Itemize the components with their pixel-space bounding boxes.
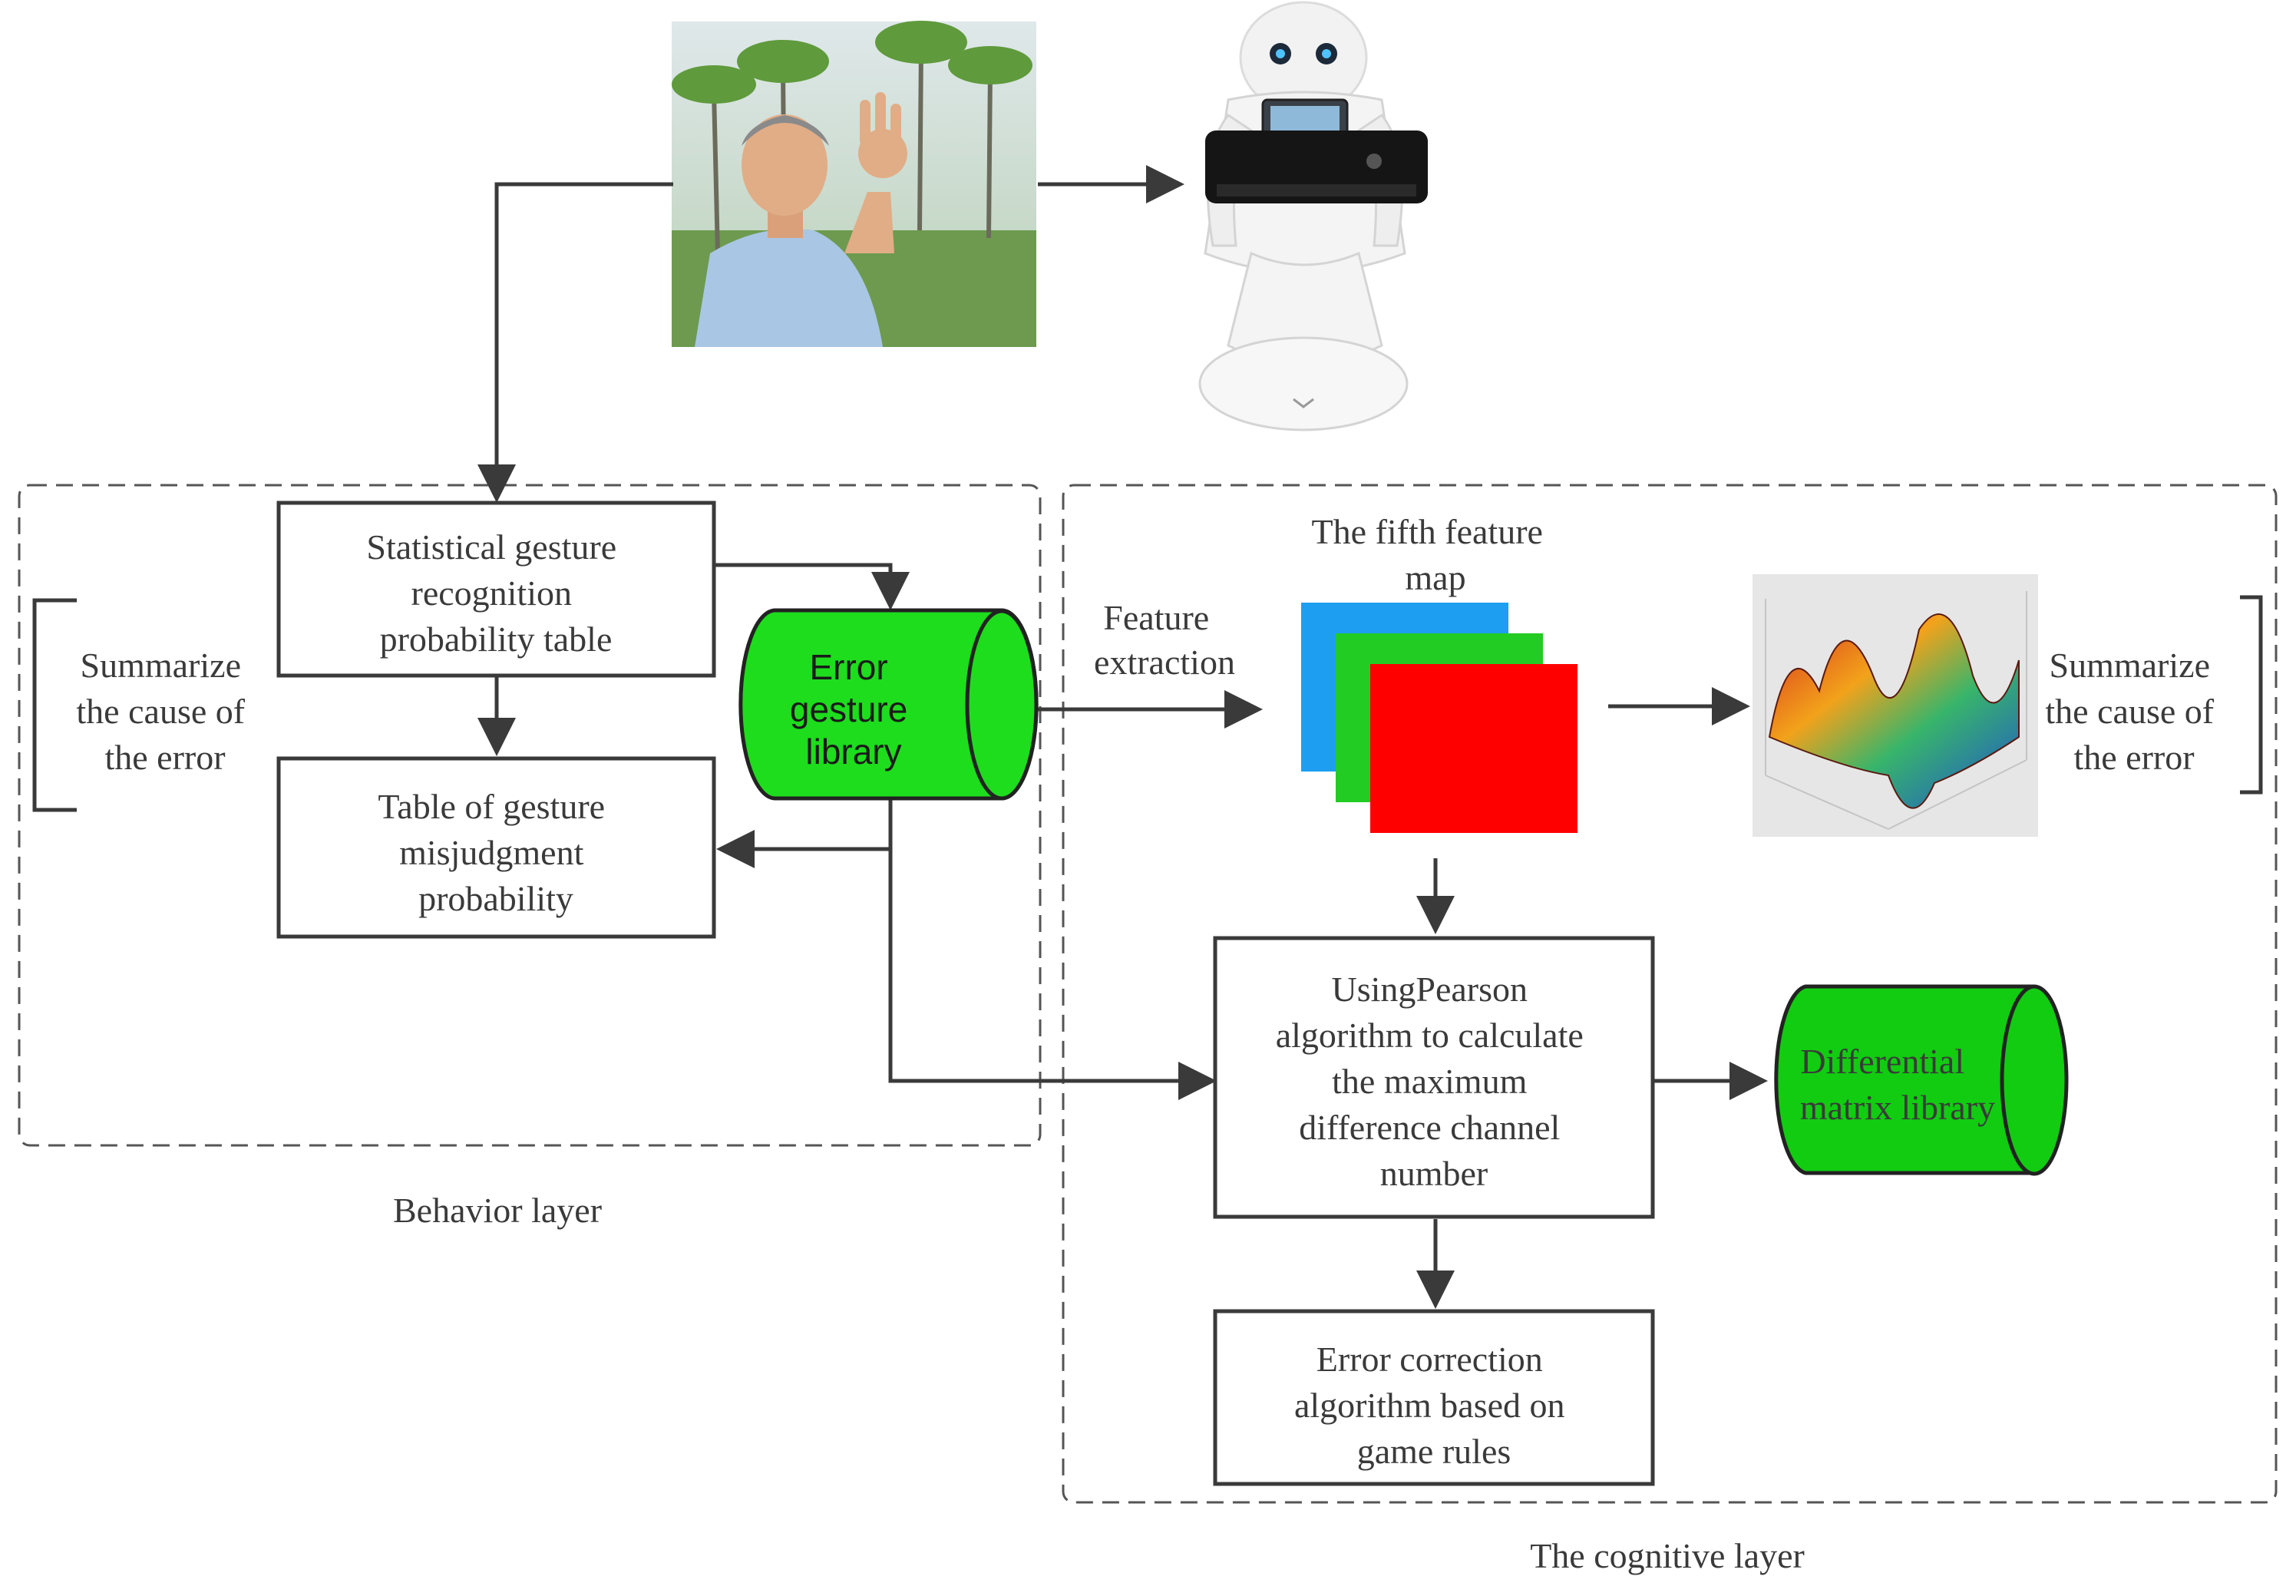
svg-text:Table of gesture misjudg: Table of gesture misjudgment probability (378, 787, 613, 918)
summarize-left: Summarize the cause of the error (76, 646, 253, 777)
error-library-line-1: Error (809, 647, 887, 687)
summarize-left-line-2: the cause of (76, 692, 245, 731)
correction-line-3: game rules (1357, 1432, 1511, 1471)
svg-text:Statistical gesture reco: Statistical gesture recognition probabil… (366, 527, 625, 659)
svg-text:UsingPearson algorithm t: UsingPearson algorithm to calculate the … (1276, 970, 1593, 1193)
pearson-line-1: UsingPearson (1331, 970, 1528, 1009)
3d-surface-plot (1753, 574, 2038, 837)
stat-table-line-1: Statistical gesture (366, 527, 616, 567)
diff-library-line-1: Differential (1800, 1042, 1964, 1081)
behavior-layer-frame (18, 484, 1042, 1147)
feature-map-title: The fifth feature map (1312, 512, 1552, 597)
humanoid-robot-photo (1198, 1, 1428, 431)
feature-extraction-line-1: Feature (1103, 598, 1209, 637)
svg-text:Error gesture libr: Error gesture library (790, 647, 917, 772)
stat-table-box: Statistical gesture recognition probabil… (276, 501, 716, 678)
feature-map-title-line-1: The fifth feature (1312, 512, 1543, 551)
stat-table-line-3: probability table (380, 620, 613, 659)
misjudge-table-box: Table of gesture misjudgment probability (276, 756, 716, 939)
arrow-error-to-misjudge (716, 798, 893, 868)
pearson-line-5: number (1380, 1154, 1488, 1193)
right-bracket (2240, 595, 2263, 795)
svg-text:Error correction algorit: Error correction algorithm based on game… (1294, 1340, 1574, 1471)
summarize-left-line-3: the error (104, 738, 225, 777)
correction-line-1: Error correction (1316, 1340, 1543, 1379)
summarize-right-line-2: the cause of (2045, 692, 2214, 731)
diff-library-line-2: matrix library (1800, 1088, 1995, 1127)
feature-extraction-line-2: extraction (1094, 643, 1235, 682)
cognitive-layer-label: The cognitive layer (1530, 1536, 1805, 1575)
pearson-line-2: algorithm to calculate (1276, 1016, 1584, 1055)
summarize-right-line-1: Summarize (2050, 646, 2211, 685)
summarize-right-line-3: the error (2073, 738, 2194, 777)
error-library-line-2: gesture (790, 689, 907, 729)
summarize-right: Summarize the cause of the error (2045, 646, 2222, 777)
error-library-line-3: library (805, 732, 901, 772)
feature-extraction-label: Feature extraction (1094, 598, 1235, 682)
feature-map-title-line-2: map (1405, 558, 1465, 597)
arrow-photo-to-stat-table (477, 182, 673, 503)
feature-map-stack (1301, 603, 1577, 833)
correction-line-2: algorithm based on (1294, 1386, 1565, 1425)
misjudge-line-3: probability (418, 879, 573, 918)
cognitive-layer-frame (1062, 484, 2278, 1504)
pearson-line-3: the maximum (1332, 1062, 1527, 1101)
error-gesture-library-cylinder: Error gesture library (738, 608, 1039, 801)
summarize-left-line-1: Summarize (81, 646, 242, 685)
behavior-layer-label: Behavior layer (393, 1191, 602, 1230)
differential-matrix-library-cylinder: Differential matrix library (1774, 984, 2069, 1176)
pearson-box: UsingPearson algorithm to calculate the … (1213, 936, 1655, 1219)
svg-text:Differential matrix libr: Differential matrix library (1800, 1042, 1995, 1127)
misjudge-line-2: misjudgment (399, 833, 583, 872)
person-gesture-photo (672, 21, 1036, 347)
left-bracket (32, 598, 77, 812)
arrow-stat-to-error-library (714, 563, 910, 610)
stat-table-line-2: recognition (411, 573, 573, 613)
connectors (477, 165, 1768, 1309)
correction-box: Error correction algorithm based on game… (1213, 1309, 1655, 1486)
misjudge-line-1: Table of gesture (378, 787, 605, 826)
arrow-error-to-pearson (888, 849, 1217, 1100)
pearson-line-4: difference channel (1299, 1108, 1560, 1147)
